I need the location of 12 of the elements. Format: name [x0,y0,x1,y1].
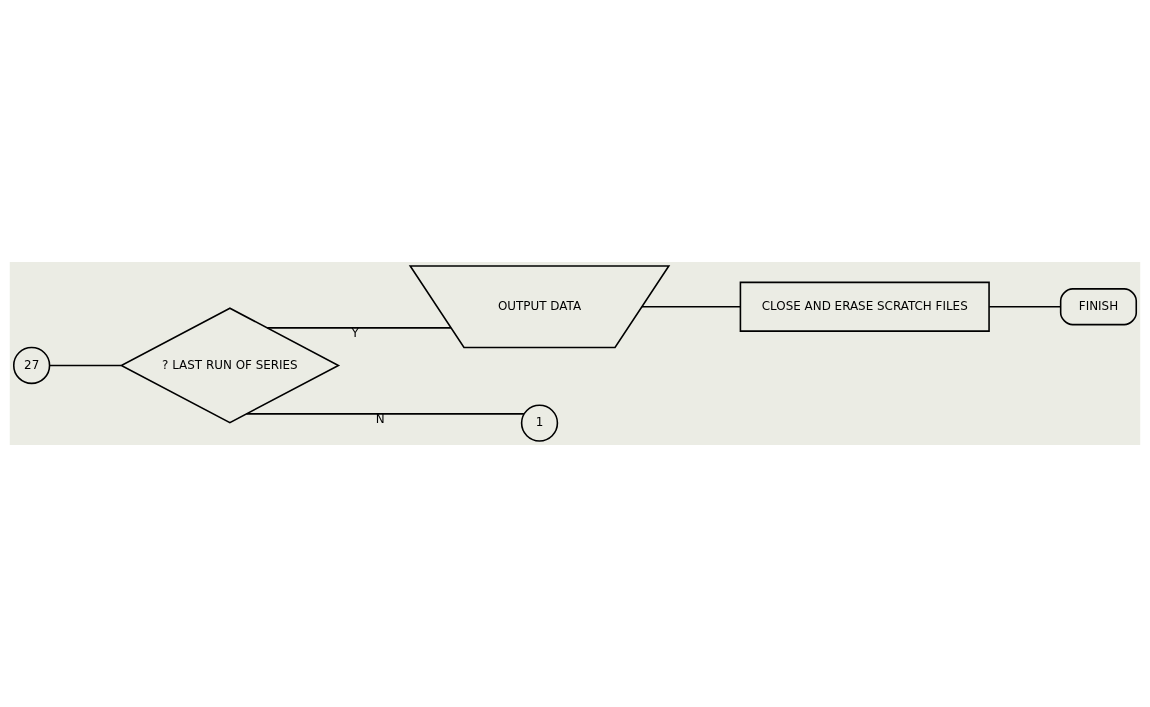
node-box: CLOSE AND ERASE SCRATCH FILES [739,281,990,332]
connector [988,305,1062,308]
connector [641,305,742,308]
edge-label: N [375,412,385,427]
node-diamond: ? LAST RUN OF SERIES [119,307,341,424]
edge-label: Y [351,326,359,341]
connector [266,327,452,329]
node-box: FINISH [1059,288,1138,326]
node-circle: 1 [520,404,559,442]
node-circle: 27 [12,346,51,385]
connector [245,413,525,415]
connector [48,364,122,367]
